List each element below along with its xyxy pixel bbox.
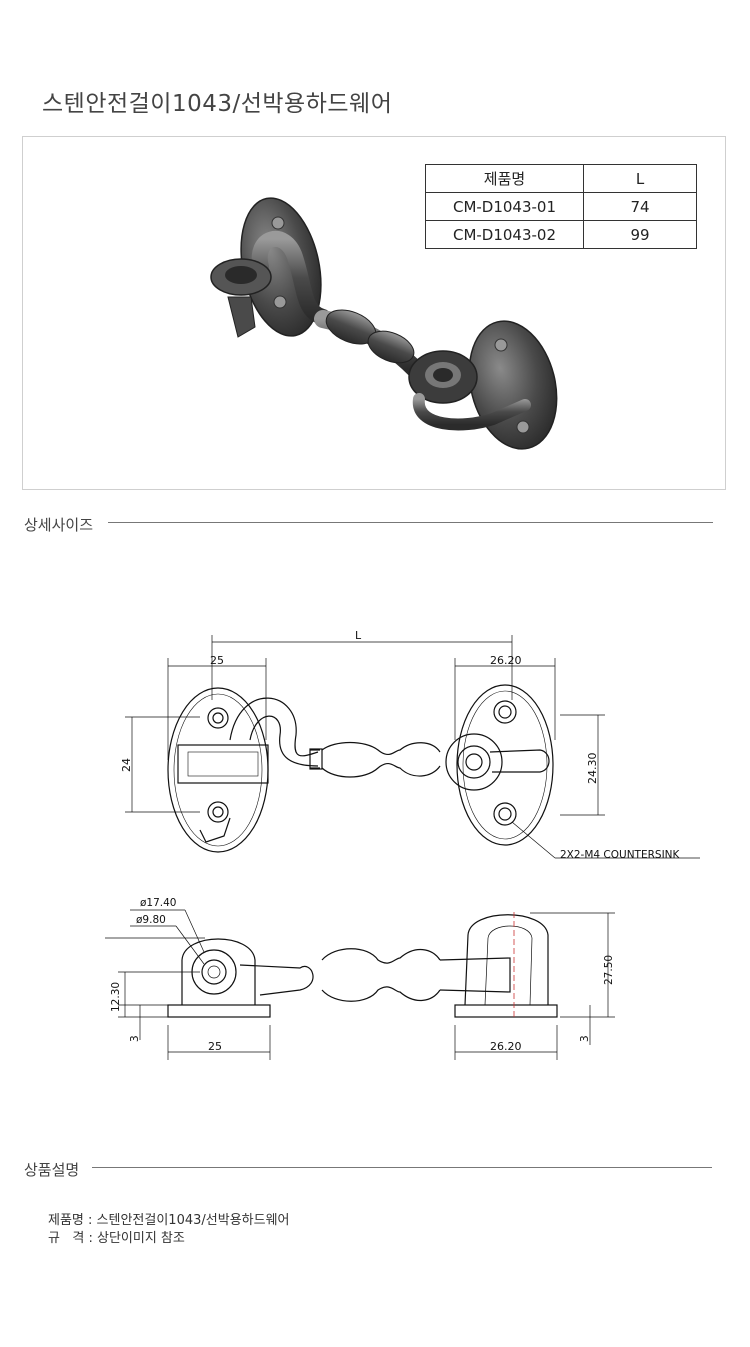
table-row: CM-D1043-02 99 <box>425 220 697 249</box>
table-cell: CM-D1043-01 <box>425 192 584 221</box>
section-title-size: 상세사이즈 <box>24 516 94 534</box>
table-header-row: 제품명 L <box>425 164 697 193</box>
section-divider <box>92 1167 712 1168</box>
spec-value: 상단이미지 참조 <box>96 1231 185 1246</box>
table-row: CM-D1043-01 74 <box>425 192 697 221</box>
page-title: 스텐안전걸이1043/선박용하드웨어 <box>42 91 393 117</box>
table-cell: CM-D1043-02 <box>425 220 584 249</box>
description-row-spec: 규 격 : 상단이미지 참조 <box>48 1231 185 1246</box>
product-image-panel: 제품명 L CM-D1043-01 74 CM-D1043-02 99 <box>22 136 726 490</box>
technical-drawing: L 25 26.20 24 24.30 2X2-M4 COUNTERSINK <box>105 629 700 1060</box>
section-title-description: 상품설명 <box>24 1161 80 1179</box>
product-description: 제품명 : 스텐안전걸이1043/선박용하드웨어 규 격 : 상단이미지 참조 <box>48 1212 290 1248</box>
table-cell: 74 <box>583 192 697 221</box>
dim-left-width: 25 <box>210 654 224 667</box>
dia-inner: ø9.80 <box>136 914 166 926</box>
spec-table: 제품명 L CM-D1043-01 74 CM-D1043-02 99 <box>425 164 697 249</box>
dim-right-height: 24.30 <box>586 753 599 785</box>
dim-side-height-right: 27.50 <box>603 955 615 985</box>
dim-left-height: 24 <box>120 758 133 772</box>
dim-bottom-right: 26.20 <box>490 1040 522 1053</box>
description-row-name: 제품명 : 스텐안전걸이1043/선박용하드웨어 <box>48 1213 290 1228</box>
section-divider <box>108 522 713 523</box>
dim-bottom-left: 25 <box>208 1040 222 1053</box>
spec-label: 규 격 <box>48 1231 85 1246</box>
product-render <box>210 197 558 450</box>
table-cell: 99 <box>583 220 697 249</box>
name-label: 제품명 <box>48 1213 84 1228</box>
dim-side-height-left: 12.30 <box>110 982 122 1012</box>
dim-base-right: 3 <box>579 1035 591 1042</box>
name-value: 스텐안전걸이1043/선박용하드웨어 <box>96 1213 290 1228</box>
dia-outer: ø17.40 <box>140 897 176 909</box>
table-header-cell: L <box>583 164 697 193</box>
dim-right-width: 26.20 <box>490 654 522 667</box>
table-header-cell: 제품명 <box>425 164 584 193</box>
dim-base-left: 3 <box>129 1035 141 1042</box>
dim-L: L <box>355 629 362 642</box>
countersink-note: 2X2-M4 COUNTERSINK <box>560 849 681 861</box>
